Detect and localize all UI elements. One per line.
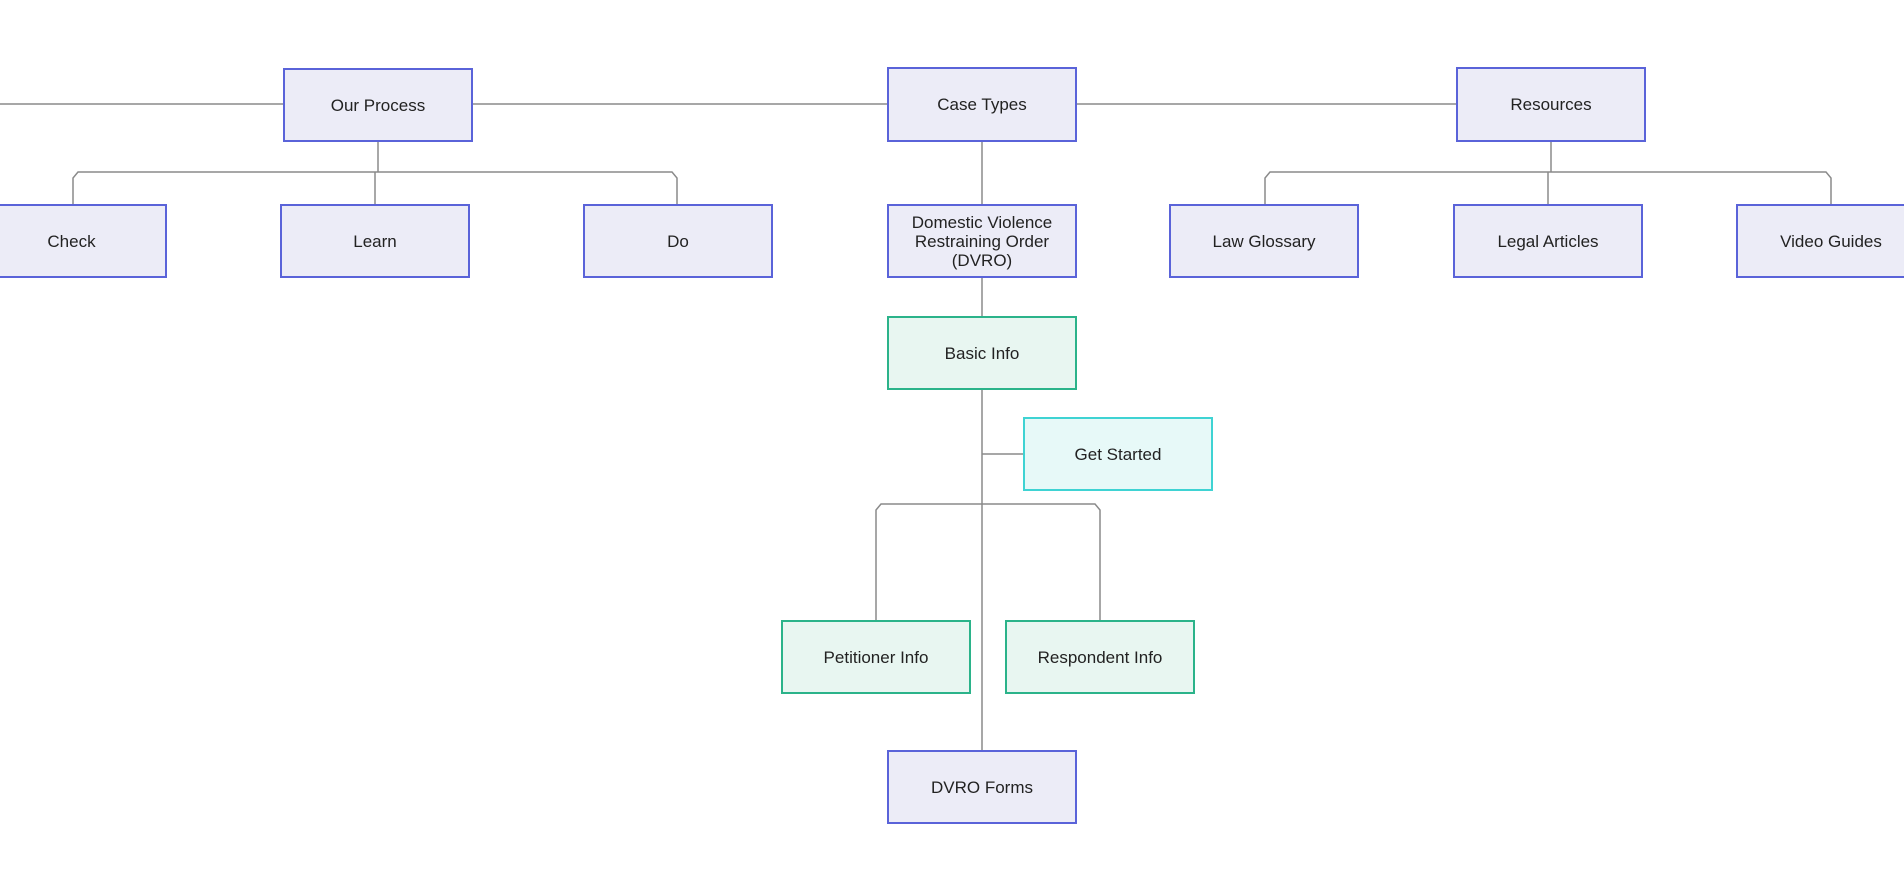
- node-dvro[interactable]: Domestic Violence Restraining Order (DVR…: [887, 204, 1077, 278]
- node-petitioner-info[interactable]: Petitioner Info: [781, 620, 971, 694]
- node-video-guides[interactable]: Video Guides: [1736, 204, 1904, 278]
- node-case-types[interactable]: Case Types: [887, 67, 1077, 142]
- node-label: Video Guides: [1780, 231, 1882, 251]
- node-learn[interactable]: Learn: [280, 204, 470, 278]
- node-label: Do: [667, 231, 689, 251]
- node-label: Our Process: [330, 95, 426, 115]
- node-label: Get Started: [1074, 444, 1162, 464]
- node-label: Resources: [1510, 95, 1592, 114]
- node-label: DVRO Forms: [931, 777, 1033, 797]
- node-label: Law Glossary: [1212, 231, 1316, 251]
- connector-line: [875, 503, 1101, 620]
- node-do[interactable]: Do: [583, 204, 773, 278]
- node-label: Case Types: [937, 95, 1027, 114]
- node-law-glossary[interactable]: Law Glossary: [1169, 204, 1359, 278]
- node-check[interactable]: Check: [0, 204, 167, 278]
- node-label: Check: [47, 231, 96, 251]
- node-label: Domestic Violence Restraining Order (DVR…: [911, 212, 1053, 270]
- node-legal-articles[interactable]: Legal Articles: [1453, 204, 1643, 278]
- node-label: Respondent Info: [1037, 647, 1163, 667]
- node-label: Legal Articles: [1497, 231, 1599, 251]
- node-resources[interactable]: Resources: [1456, 67, 1646, 142]
- node-our-process[interactable]: Our Process: [283, 68, 473, 142]
- node-label: Petitioner Info: [823, 647, 929, 667]
- node-get-started[interactable]: Get Started: [1023, 417, 1213, 491]
- node-basic-info[interactable]: Basic Info: [887, 316, 1077, 390]
- node-label: Learn: [353, 231, 397, 251]
- node-respondent-info[interactable]: Respondent Info: [1005, 620, 1195, 694]
- node-label: Basic Info: [944, 343, 1020, 363]
- node-dvro-forms[interactable]: DVRO Forms: [887, 750, 1077, 824]
